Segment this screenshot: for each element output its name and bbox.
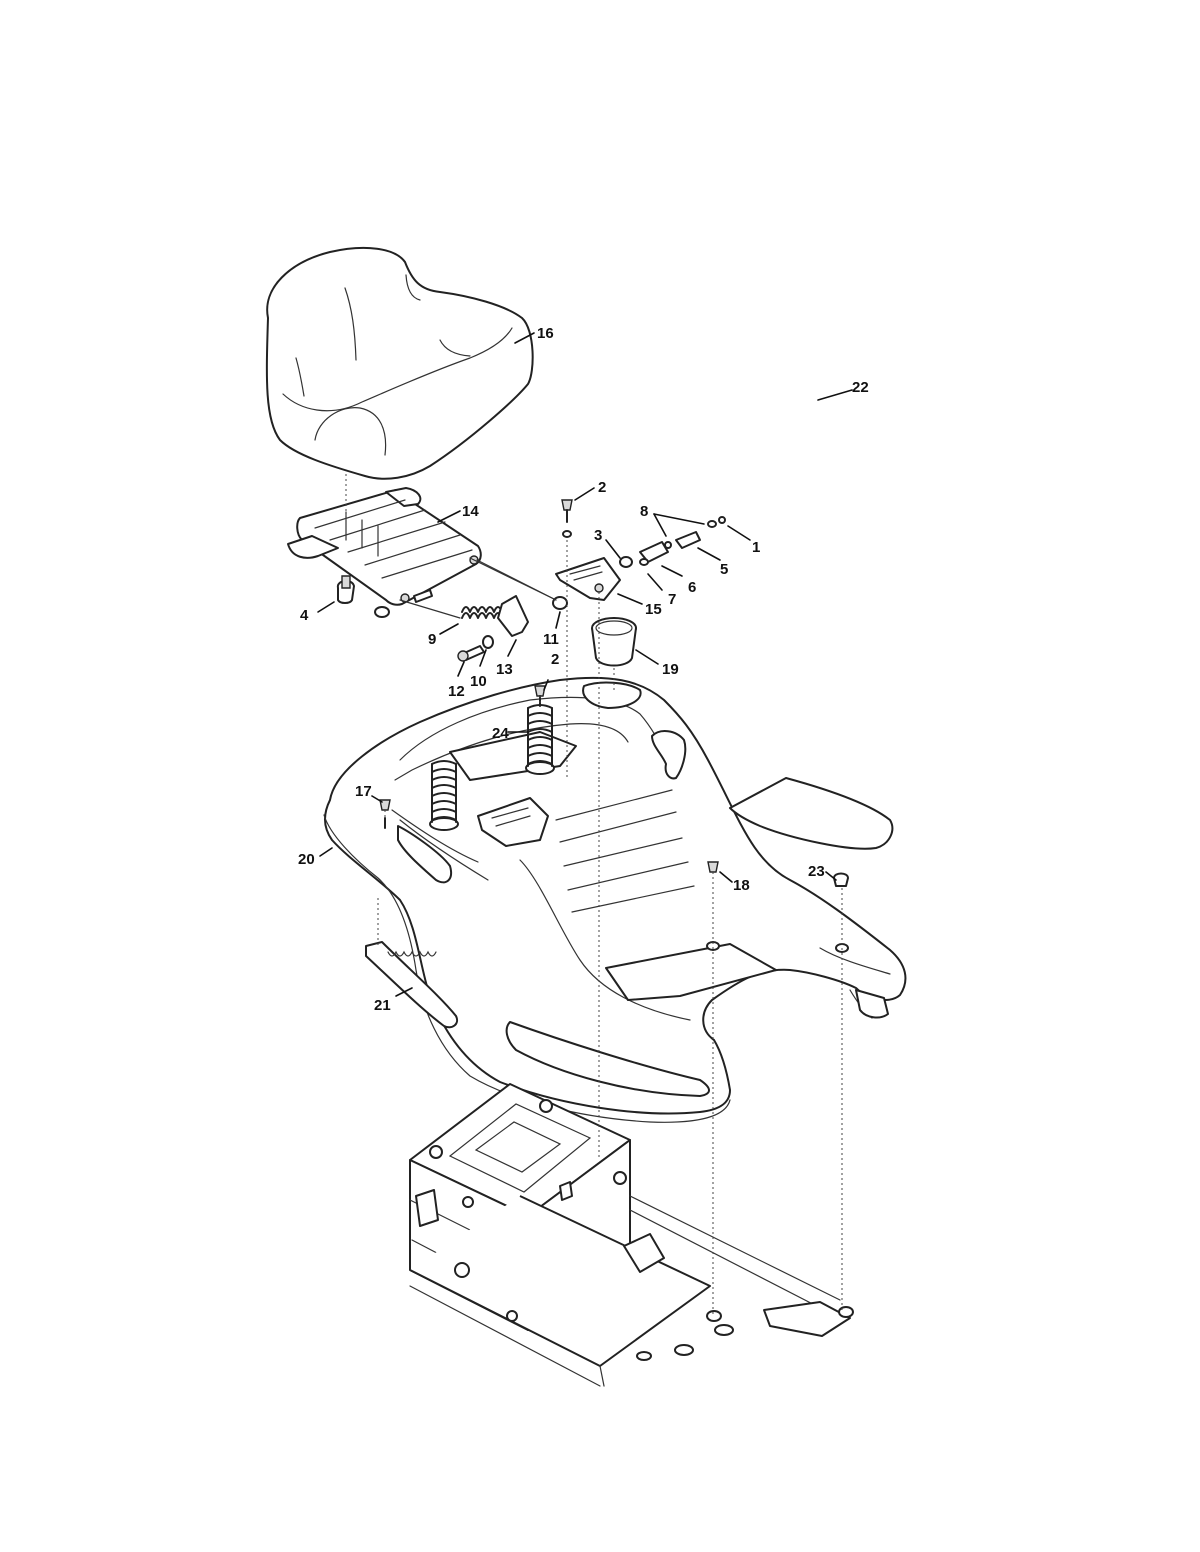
bolt-2-top xyxy=(561,499,573,538)
callout-11: 11 xyxy=(543,631,559,648)
callout-4: 4 xyxy=(300,607,309,624)
callout-13: 13 xyxy=(496,661,513,678)
screw-17 xyxy=(379,799,391,829)
alignment-lines xyxy=(345,474,843,1316)
seat xyxy=(265,246,534,480)
nut-3 xyxy=(619,556,633,568)
latch-hardware xyxy=(639,516,726,566)
callout-labels: 1 2 3 4 5 6 7 8 9 10 11 12 13 14 15 16 1… xyxy=(298,325,869,1014)
seat-adjust-knob xyxy=(336,575,355,604)
fastener-23 xyxy=(833,872,849,953)
callout-2a: 2 xyxy=(598,479,606,496)
callout-6: 6 xyxy=(688,579,696,596)
callout-10: 10 xyxy=(470,673,487,690)
callout-5: 5 xyxy=(720,561,728,578)
callout-24: 24 xyxy=(492,725,509,742)
cup-holder xyxy=(591,617,637,667)
callout-18: 18 xyxy=(733,877,750,894)
washer-11 xyxy=(552,596,568,610)
callout-23: 23 xyxy=(808,863,825,880)
callout-9: 9 xyxy=(428,631,436,648)
callout-16: 16 xyxy=(537,325,554,342)
callout-8: 8 xyxy=(640,503,648,520)
callout-22: 22 xyxy=(852,379,869,396)
fender-cover xyxy=(729,777,894,850)
screw-18 xyxy=(706,861,720,951)
seat-lever xyxy=(497,595,529,637)
callout-19: 19 xyxy=(662,661,679,678)
callout-15: 15 xyxy=(645,601,662,618)
body-seat-bracket xyxy=(477,797,549,847)
bolt-12-head xyxy=(457,650,469,662)
callout-3: 3 xyxy=(594,527,602,544)
tractor-frame xyxy=(409,1083,854,1387)
washer xyxy=(374,606,390,618)
fender-trim xyxy=(365,941,458,1029)
seat-pan-bolt xyxy=(413,589,433,603)
seat-bracket xyxy=(555,557,621,601)
callout-2b: 2 xyxy=(551,651,559,668)
leader-lines xyxy=(317,332,853,997)
callout-7: 7 xyxy=(668,591,676,608)
seat-spring-left xyxy=(429,760,459,831)
rear-fender xyxy=(323,676,907,1123)
washer-10 xyxy=(482,635,494,649)
callout-21: 21 xyxy=(374,997,391,1014)
callout-14: 14 xyxy=(462,503,479,520)
callout-12: 12 xyxy=(448,683,465,700)
callout-20: 20 xyxy=(298,851,315,868)
seat-pan xyxy=(287,487,482,606)
callout-17: 17 xyxy=(355,783,372,800)
callout-1: 1 xyxy=(752,539,760,556)
